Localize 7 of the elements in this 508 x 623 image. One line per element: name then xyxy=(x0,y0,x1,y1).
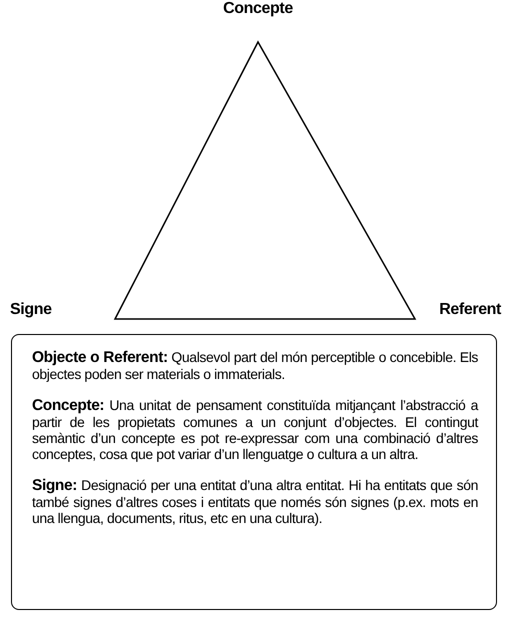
vertex-label: Signe xyxy=(10,301,52,319)
definition-text: Objecte o Referent: Qualsevol part del món perceptible o concebible. Els objectes poden ser materials o immaterials. xyxy=(32,349,478,382)
vertex-label: Concepte xyxy=(223,0,293,18)
definition-text: Concepte: Una unitat de pensament constituïda mitjançant l’abstracció a partir de les propietats comunes a un conjunt d’objectes. El contingut semàntic d’un concepte es pot re-expressar com una combinació d’altres conceptes, cosa que pot variar d’un llenguatge o cultura a un altra. xyxy=(32,397,478,462)
definition-panel xyxy=(11,334,497,610)
definition-text: Signe: Designació per una entitat d’una altra entitat. Hi ha entitats que són també signes d’altres coses i entitats que només són signes (p.ex. mots en una llengua, documents, ritus, etc en una cultura). xyxy=(32,477,478,526)
vertex-label: Referent xyxy=(439,301,501,319)
